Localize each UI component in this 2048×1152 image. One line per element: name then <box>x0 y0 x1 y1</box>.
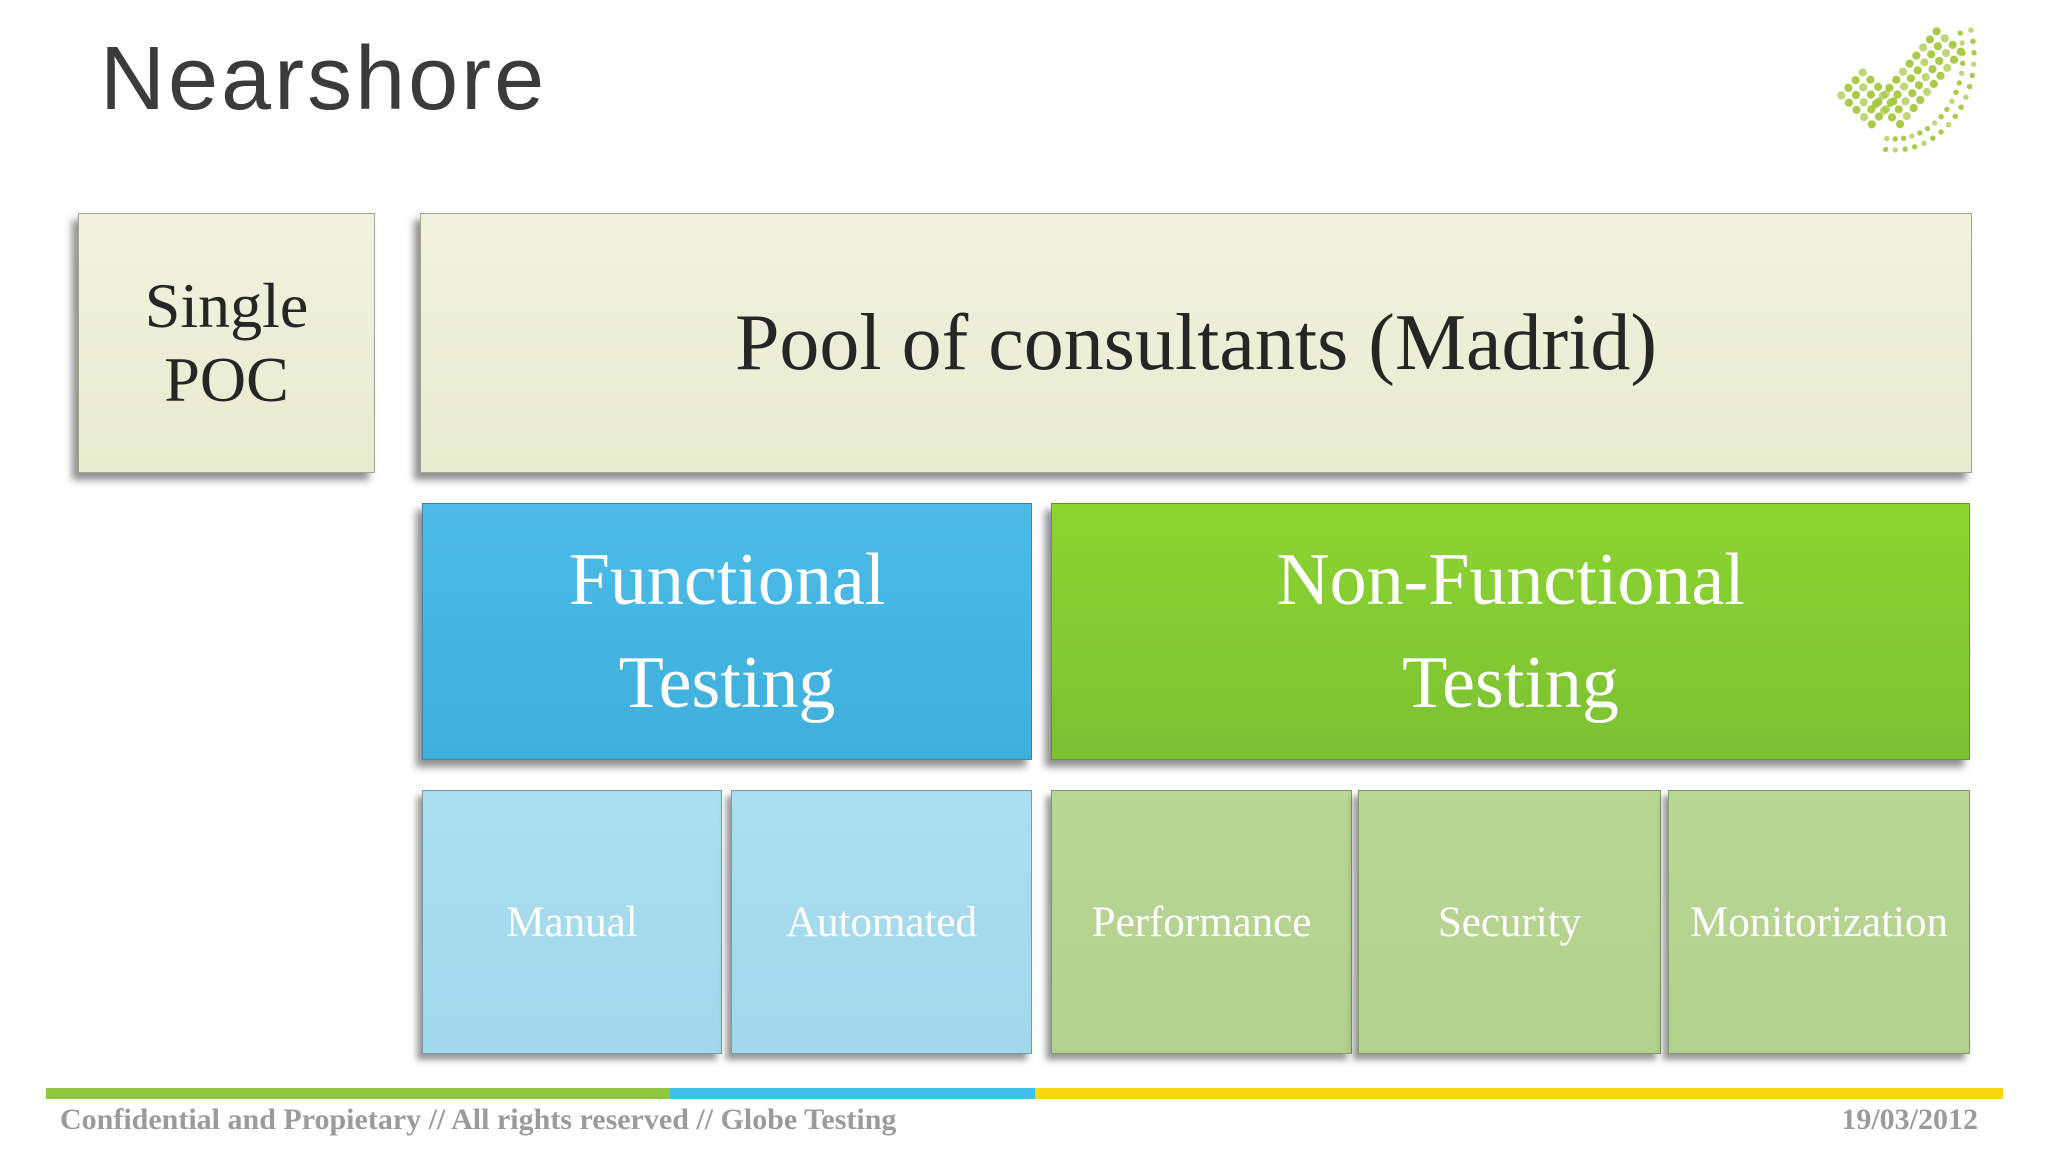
single-poc-box: Single POC <box>78 213 375 473</box>
footer-bar-blue-segment <box>670 1088 1035 1099</box>
globe-testing-logo-icon <box>1837 27 1977 153</box>
footer-date: 19/03/2012 <box>1841 1103 1978 1136</box>
monitorization-label: Monitorization <box>1690 898 1948 946</box>
pool-label: Pool of consultants (Madrid) <box>734 298 1658 387</box>
functional-testing-box: Functional Testing <box>422 503 1032 760</box>
footer-confidentiality-text: Confidential and Propietary // All right… <box>60 1103 897 1136</box>
manual-box: Manual <box>422 790 722 1054</box>
page-title: Nearshore <box>100 29 548 129</box>
single-poc-label: Single POC <box>144 270 309 415</box>
security-label: Security <box>1437 898 1582 946</box>
footer-divider-bar <box>46 1088 2003 1099</box>
automated-box: Automated <box>731 790 1032 1054</box>
footer-bar-green-segment <box>46 1088 670 1099</box>
performance-box: Performance <box>1051 790 1352 1054</box>
monitorization-box: Monitorization <box>1668 790 1970 1054</box>
manual-label: Manual <box>506 898 638 946</box>
security-box: Security <box>1358 790 1661 1054</box>
non-functional-testing-box: Non-Functional Testing <box>1051 503 1970 760</box>
performance-label: Performance <box>1091 898 1312 946</box>
non-functional-testing-label: Non-Functional Testing <box>1276 539 1745 724</box>
automated-label: Automated <box>785 898 978 946</box>
functional-testing-label: Functional Testing <box>568 539 886 724</box>
footer-bar-yellow-segment <box>1035 1088 2003 1099</box>
pool-of-consultants-box: Pool of consultants (Madrid) <box>420 213 1972 473</box>
